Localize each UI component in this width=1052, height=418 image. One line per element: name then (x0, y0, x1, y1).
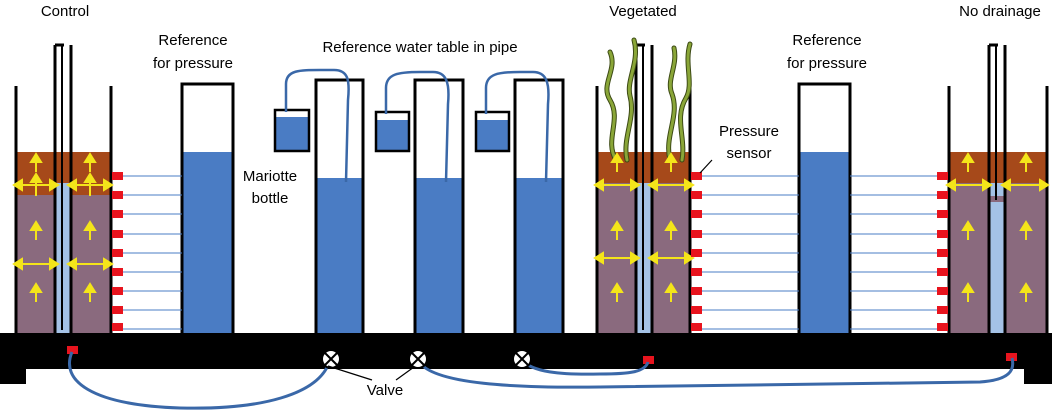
label-no-drainage: No drainage (959, 3, 1041, 20)
reference-pressure-tube-left (180, 82, 235, 333)
red-square-sensor-icon (67, 346, 78, 354)
red-square-sensor-icon (691, 210, 702, 218)
mariotte-bottle-2 (374, 110, 411, 153)
valve-circle-x-icon (321, 349, 341, 369)
red-square-sensor-icon (112, 230, 123, 238)
red-square-sensor-icon (937, 172, 948, 180)
label-reference-pressure-left-1: Reference (158, 32, 227, 49)
control-column (14, 43, 113, 333)
label-mariotte-2: bottle (252, 190, 289, 207)
vegetated-column (595, 43, 692, 333)
label-vegetated: Vegetated (609, 3, 677, 20)
red-square-sensor-icon (937, 249, 948, 257)
water-table-pipe-1 (314, 78, 365, 333)
flux-arrows (12, 152, 1050, 302)
valve-circle-x-icon (408, 349, 428, 369)
red-square-sensor-icon (937, 287, 948, 295)
label-reference-pressure-left-2: for pressure (153, 55, 233, 72)
label-mariotte-1: Mariotte (243, 168, 297, 185)
mariotte-bottle-1 (273, 108, 311, 153)
grass-stem-icon (605, 38, 692, 162)
pressure-sensors (67, 172, 1017, 364)
red-square-sensor-icon (112, 323, 123, 331)
grass-stem-icon (604, 37, 693, 163)
water-table-pipe-3 (513, 78, 565, 333)
label-pressure-sensor-2: sensor (726, 145, 771, 162)
mariotte-bottle-3 (474, 110, 511, 153)
red-square-sensor-icon (937, 306, 948, 314)
red-square-sensor-icon (112, 306, 123, 314)
mariotte-tubes (284, 68, 550, 183)
red-square-sensor-icon (937, 268, 948, 276)
red-square-sensor-icon (112, 287, 123, 295)
red-square-sensor-icon (1006, 353, 1017, 361)
red-square-sensor-icon (691, 230, 702, 238)
label-reference-water-table: Reference water table in pipe (322, 39, 517, 56)
arrow-horizontal (593, 178, 695, 265)
red-square-sensor-icon (112, 172, 123, 180)
label-pressure-sensor-1: Pressure (719, 123, 779, 140)
arrow-horizontal (945, 178, 1050, 192)
label-valve: Valve (367, 382, 403, 399)
pressure-lines (118, 175, 942, 330)
arrow-up (610, 152, 678, 302)
red-square-sensor-icon (937, 210, 948, 218)
red-square-sensor-icon (112, 210, 123, 218)
arrow-up (29, 152, 97, 302)
red-square-sensor-icon (112, 249, 123, 257)
valve-pointers (327, 365, 415, 381)
red-square-sensor-icon (112, 191, 123, 199)
red-square-sensor-icon (691, 306, 702, 314)
arrow-up (961, 152, 1033, 302)
red-square-sensor-icon (691, 323, 702, 331)
no-drainage-column (947, 43, 1049, 333)
red-square-sensor-icon (112, 268, 123, 276)
label-reference-pressure-right-1: Reference (792, 32, 861, 49)
red-square-sensor-icon (937, 230, 948, 238)
valve-circle-x-icon (512, 349, 532, 369)
arrow-horizontal (12, 178, 114, 271)
red-square-sensor-icon (691, 287, 702, 295)
label-control: Control (41, 3, 89, 20)
bottom-tubes (68, 351, 1015, 410)
red-square-sensor-icon (691, 268, 702, 276)
red-square-sensor-icon (937, 191, 948, 199)
red-square-sensor-icon (691, 172, 702, 180)
label-reference-pressure-right-2: for pressure (787, 55, 867, 72)
red-square-sensor-icon (643, 356, 654, 364)
red-square-sensor-icon (937, 323, 948, 331)
pressure-sensor-pointer (699, 159, 713, 174)
red-square-sensor-icon (691, 191, 702, 199)
water-table-pipe-2 (413, 78, 465, 333)
red-square-sensor-icon (691, 249, 702, 257)
reference-pressure-tube-right (797, 82, 852, 333)
